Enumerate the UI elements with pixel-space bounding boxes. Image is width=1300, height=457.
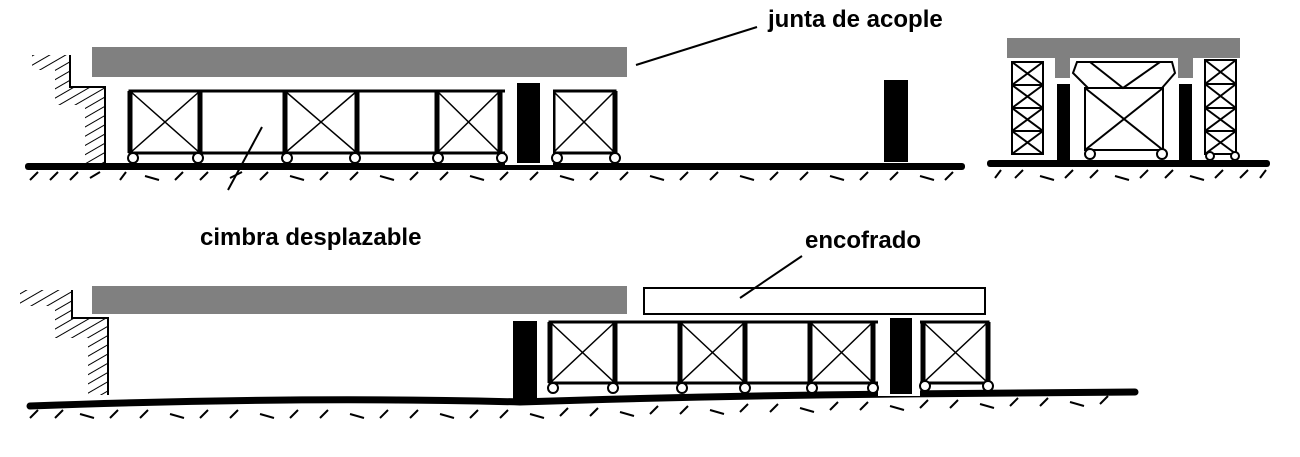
section-deck: [1007, 38, 1240, 78]
pier-2-bottom: [890, 318, 912, 394]
ground-hatch: [29, 171, 954, 181]
pier-1-bottom: [513, 321, 537, 401]
label-junta-de-acople: junta de acople: [768, 6, 943, 33]
abutment-left: [32, 55, 105, 165]
abutment-edge: [69, 55, 106, 165]
ground-line: [25, 163, 965, 170]
scaffold-train-bottom: [547, 316, 994, 396]
ground-line-bottom: [26, 388, 1139, 410]
deck-span: [92, 47, 627, 77]
top-elevation: [25, 26, 965, 191]
label-encofrado: encofrado: [805, 227, 922, 254]
label-cimbra-desplazable: cimbra desplazable: [200, 224, 422, 251]
pier-2: [884, 80, 908, 162]
abutment-left-bottom: [20, 290, 108, 395]
section-pier-right: [1179, 84, 1192, 162]
section-central-frame: [1071, 61, 1177, 160]
section-tower-right: [1204, 59, 1240, 161]
bottom-elevation: [20, 255, 1139, 419]
pier-1: [517, 83, 540, 163]
formwork-leader-line: [739, 255, 803, 299]
formwork: [643, 287, 986, 315]
section-pier-left: [1057, 84, 1070, 162]
scaffold-leader-line: [227, 126, 263, 191]
scaffold-train: [127, 85, 621, 165]
cross-section: [987, 38, 1270, 181]
section-tower-left: [1011, 61, 1044, 155]
deck-span-bottom: [92, 286, 627, 314]
joint-leader-line: [635, 26, 758, 66]
section-ground: [987, 160, 1270, 167]
